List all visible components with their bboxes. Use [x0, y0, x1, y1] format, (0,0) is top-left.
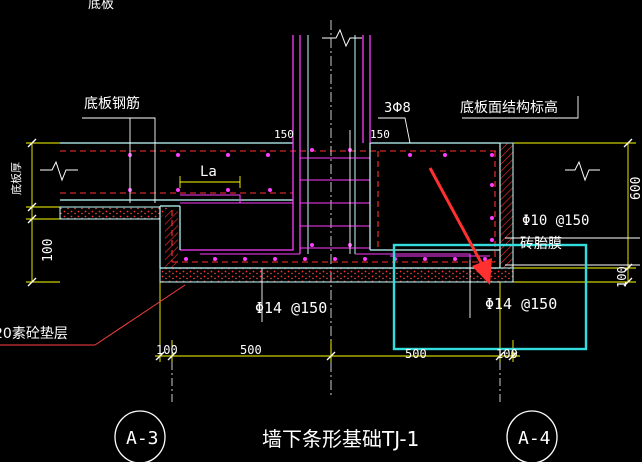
dim-500-left: 500	[240, 343, 262, 357]
dim-100-right: 100	[615, 266, 629, 288]
slab-cushion	[59, 206, 161, 220]
rebar-dots	[128, 148, 494, 261]
slab-cushion-slope	[150, 207, 170, 219]
dim-la: La	[200, 164, 217, 180]
wall-outline	[180, 35, 371, 254]
dim-100-left: 100	[41, 239, 56, 262]
axis-left-label: A-3	[126, 428, 159, 449]
dim-150-left: 150	[274, 128, 294, 141]
highlight-box	[392, 243, 588, 351]
break-marks	[40, 28, 600, 182]
brick-mold-label: 砖胎膜	[520, 236, 562, 252]
top-elevation-label: 底板面结构标高	[460, 99, 558, 116]
dim-500-right: 500	[405, 347, 427, 361]
brick-mold-left	[165, 210, 178, 268]
dim-600: 600	[629, 177, 642, 200]
cushion-label: 20素砼垫层	[0, 326, 68, 342]
stirrup-spec-label: 3Φ8	[384, 101, 411, 116]
rebar-phi14-right-label: Φ14 @150	[485, 295, 557, 313]
bottom-rebar-label: 底板钢筋	[84, 95, 140, 112]
dim-bottom-100-right: 100	[496, 347, 518, 361]
wall-stirrups	[300, 157, 370, 249]
wall-inner-lines	[307, 35, 356, 254]
axis-circle-left	[114, 410, 166, 462]
slab-outline	[60, 142, 500, 201]
drawing-title: 墙下条形基础TJ-1	[262, 427, 419, 451]
slab-thickness-label: 底板厚	[9, 162, 23, 195]
rebar-phi14-left-label: Φ14 @150	[255, 299, 327, 317]
annotation-arrow-head	[472, 258, 492, 285]
dim-bottom-100-left: 100	[156, 343, 178, 357]
brick-mold-right	[499, 142, 514, 269]
dim-150-right: 150	[370, 128, 390, 141]
annotation-arrow-shaft	[428, 167, 486, 269]
leader-lines	[82, 96, 640, 322]
slab-top-rebar	[60, 150, 500, 194]
axis-circle-right	[506, 410, 558, 462]
axis-right-label: A-4	[518, 428, 551, 449]
foundation-cushion	[159, 267, 514, 283]
rebar-phi10-label: Φ10 @150	[522, 213, 589, 229]
top-cut-label: 底板	[88, 0, 114, 12]
cushion-leader	[94, 284, 186, 346]
